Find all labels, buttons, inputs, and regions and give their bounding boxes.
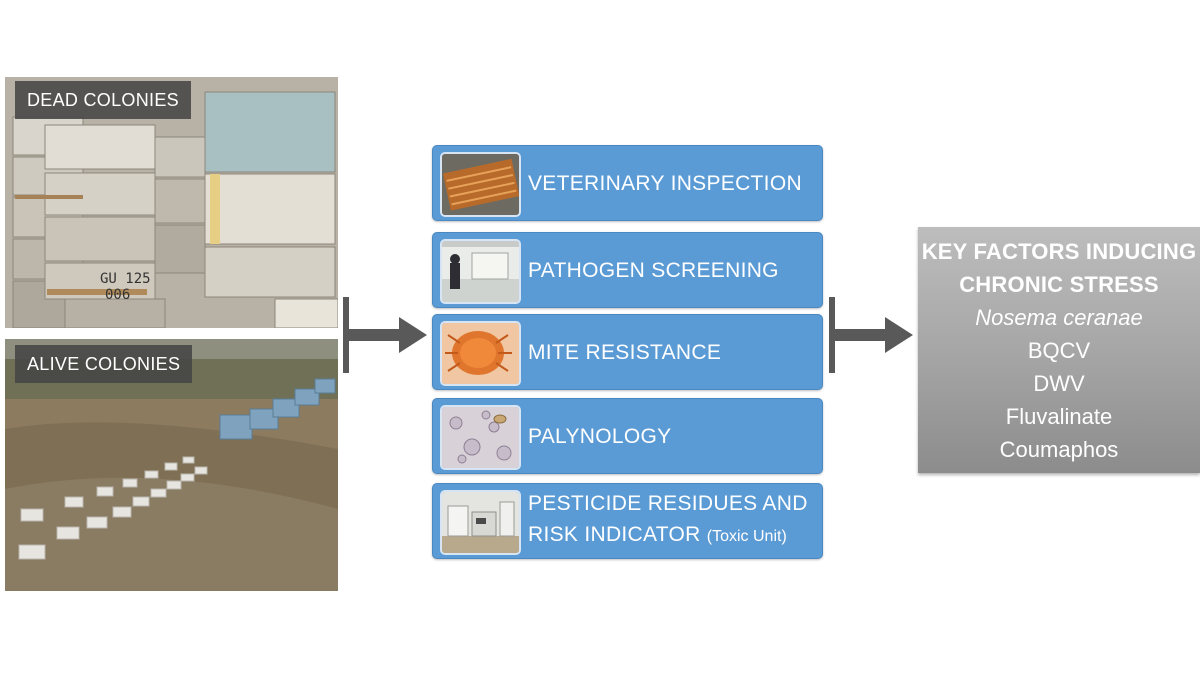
dead-colonies-label: DEAD COLONIES <box>15 81 191 119</box>
key-factors-box: KEY FACTORS INDUCING CHRONIC STRESS Nose… <box>918 227 1200 473</box>
svg-text:006: 006 <box>105 287 130 303</box>
dead-colonies-photo: GU 125 006 DEAD COLONIES <box>5 77 338 328</box>
key-factors-title-line1: KEY FACTORS INDUCING <box>921 239 1197 264</box>
alive-hives-illustration <box>5 339 338 591</box>
alive-colonies-photo: ALIVE COLONIES <box>5 339 338 591</box>
analysis-label-line2: RISK INDICATOR <box>528 523 701 546</box>
factor-item: DWV <box>1033 371 1085 396</box>
varroa-mite-icon <box>440 321 521 386</box>
analysis-box-pathogen-screening: PATHOGEN SCREENING <box>432 232 823 308</box>
analysis-label: MITE RESISTANCE <box>528 340 722 364</box>
analysis-label: VETERINARY INSPECTION <box>528 171 802 195</box>
factor-item: Nosema ceranae <box>975 305 1143 330</box>
left-flow-arrow <box>343 297 427 373</box>
pollen-grains-icon <box>440 405 521 470</box>
factor-item: Fluvalinate <box>1005 404 1113 429</box>
factor-item: Coumaphos <box>999 437 1119 462</box>
svg-text:GU 125: GU 125 <box>100 271 151 287</box>
key-factors-title-line2: CHRONIC STRESS <box>959 272 1159 297</box>
frame-inspection-icon <box>440 152 521 217</box>
analysis-box-pesticide-residues: PESTICIDE RESIDUES AND RISK INDICATOR (T… <box>432 483 823 559</box>
analysis-label-multiline: PESTICIDE RESIDUES AND RISK INDICATOR (T… <box>528 484 814 558</box>
analysis-label-note: (Toxic Unit) <box>706 528 787 545</box>
analysis-label: PATHOGEN SCREENING <box>528 258 779 282</box>
right-flow-arrow <box>829 297 913 373</box>
analysis-label-line2-wrap: RISK INDICATOR (Toxic Unit) <box>528 519 814 552</box>
analysis-label-line1: PESTICIDE RESIDUES AND <box>528 492 808 515</box>
analysis-box-veterinary-inspection: VETERINARY INSPECTION <box>432 145 823 221</box>
alive-colonies-label: ALIVE COLONIES <box>15 345 193 383</box>
instrument-icon <box>440 490 521 555</box>
factor-item: BQCV <box>1027 338 1091 363</box>
analysis-box-palynology: PALYNOLOGY <box>432 398 823 474</box>
laboratory-icon <box>440 239 521 304</box>
analysis-box-mite-resistance: MITE RESISTANCE <box>432 314 823 390</box>
analysis-label: PALYNOLOGY <box>528 424 672 448</box>
